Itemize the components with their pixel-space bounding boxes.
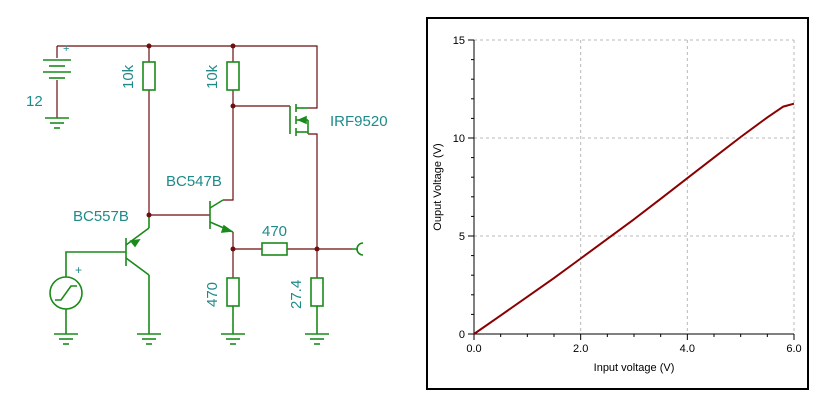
resistor-r1 (142, 61, 156, 91)
resistor-r5 (310, 277, 324, 307)
transistor-q2 (209, 199, 234, 233)
m1-label: IRF9520 (330, 113, 388, 130)
signal-source (49, 276, 83, 334)
output-terminal (352, 242, 364, 256)
y-axis-label: Ouput Voltage (V) (432, 143, 444, 230)
junction-dots (146, 43, 320, 252)
r2-label: 10k (204, 64, 221, 89)
battery-voltage-label: 12 (26, 93, 43, 110)
x-tick-label: 2.0 (573, 343, 588, 355)
transistor-q1 (65, 215, 150, 334)
x-tick-label: 6.0 (786, 343, 801, 355)
r5-label: 27.4 (288, 280, 305, 309)
wire-mosfet-drain (308, 133, 352, 250)
x-tick-label: 0.0 (466, 343, 481, 355)
resistor-r3 (261, 242, 288, 256)
q2-label: BC547B (166, 173, 222, 190)
resistor-r4 (226, 277, 240, 307)
series-line (473, 102, 795, 335)
r4-label: 470 (204, 282, 221, 307)
resistor-r2 (226, 61, 240, 91)
y-tick-label: 5 (459, 231, 465, 243)
y-tick-label: 15 (453, 35, 465, 47)
wire-r2-bottom (232, 90, 290, 107)
wire-top-rail (57, 45, 318, 109)
x-tick-label: 4.0 (680, 343, 695, 355)
r3-label: 470 (262, 223, 287, 240)
r1-label: 10k (120, 64, 137, 89)
ground-symbol-q1 (137, 333, 161, 345)
x-axis-label: Input voltage (V) (594, 362, 675, 374)
wire-q2-collector (223, 106, 234, 201)
ground-symbol-source (54, 333, 78, 345)
battery-plus-label: + (63, 43, 69, 55)
q1-label: BC557B (73, 208, 129, 225)
battery-symbol (43, 59, 71, 79)
chart-frame (426, 17, 809, 390)
ground-symbol-battery (45, 117, 69, 129)
wire-r1-bottom (148, 90, 210, 216)
source-plus-label: + (75, 263, 82, 277)
y-tick-label: 10 (453, 133, 465, 145)
mosfet-m1 (289, 104, 309, 136)
ground-symbol-r4 (221, 333, 245, 345)
ground-symbol-r5 (305, 333, 329, 345)
y-tick-label: 0 (459, 329, 465, 341)
